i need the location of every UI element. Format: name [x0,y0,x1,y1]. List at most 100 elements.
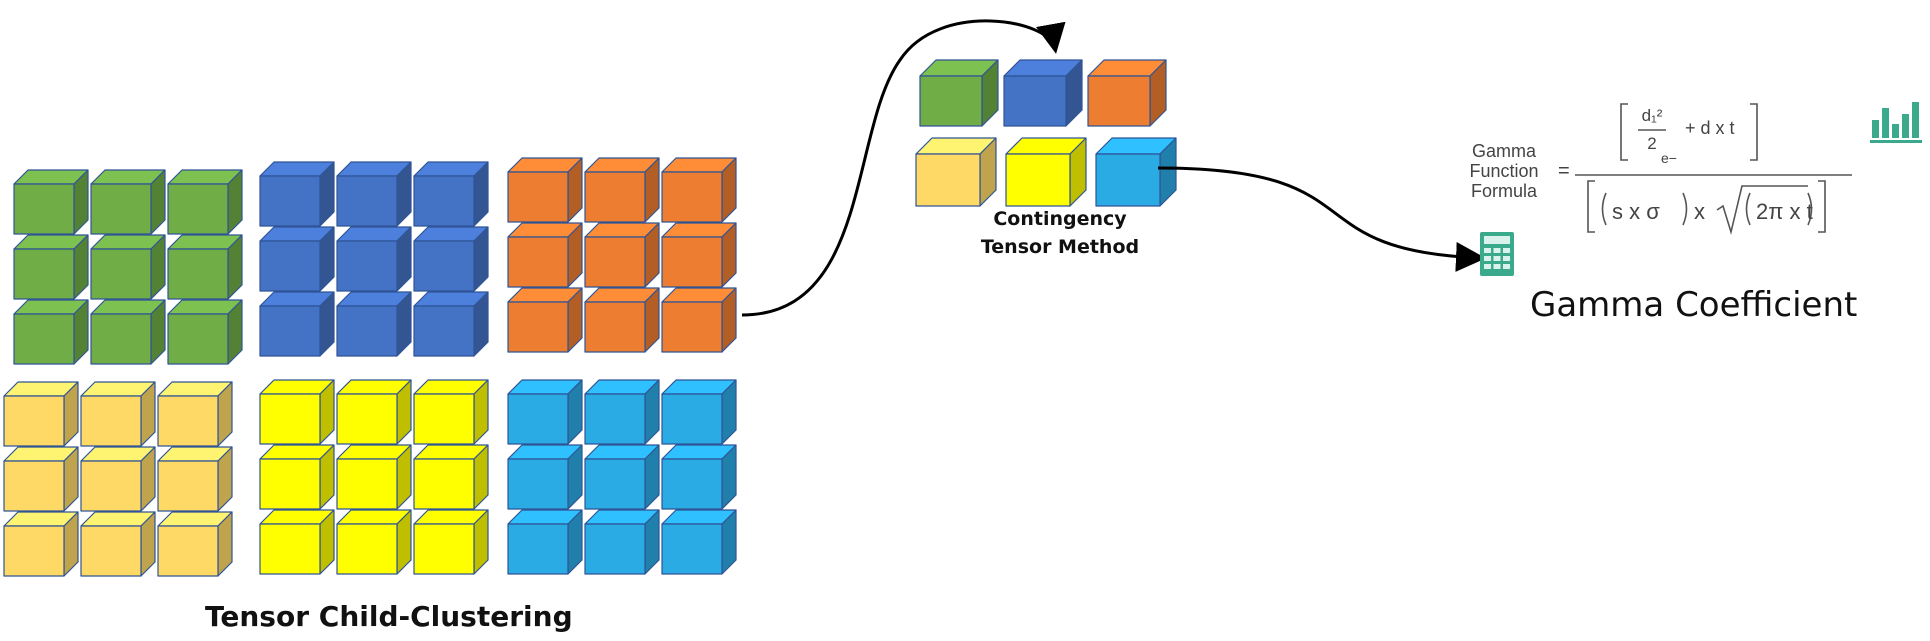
cube [413,444,489,510]
sqrt-paren-right [1807,192,1813,226]
cube [167,234,243,300]
cube [13,234,89,300]
cluster-block-light-yellow [3,381,233,577]
bar-chart-icon [1870,102,1922,143]
cube [336,444,412,510]
cube [13,169,89,235]
formula-exp-term: + d x t [1685,118,1735,138]
contingency-tensor-grid [915,59,1177,207]
cube [336,226,412,292]
formula-label-line1: Gamma [1471,141,1536,161]
cube [259,291,335,357]
cube [13,299,89,365]
cube [507,444,583,510]
cube [259,379,335,445]
cube [167,169,243,235]
cube [661,157,737,223]
method-caption: Contingency Tensor Method [960,205,1160,261]
cube [336,161,412,227]
cube [80,511,156,577]
cube [661,509,737,575]
formula-label-line2: Function [1469,161,1539,181]
cube [90,299,166,365]
cluster-to-method-arrow [741,19,1066,317]
formula-exp-numerator: d₁² [1641,106,1663,125]
cluster-block-green [13,169,243,365]
cube [661,379,737,445]
sqrt-paren-left [1745,192,1751,226]
cube [259,226,335,292]
method-to-coefficient-arrow [1157,166,1486,272]
formula-exp-denominator: 2 [1647,134,1657,153]
formula-exp-base: e− [1661,150,1677,166]
cube [157,381,233,447]
cube [584,157,660,223]
cube [661,444,737,510]
cluster-block-sky-blue [507,379,737,575]
cube [336,291,412,357]
method-cube [915,137,997,207]
cube [507,379,583,445]
formula-brackets [1587,103,1826,236]
method-caption-line2: Tensor Method [980,236,1140,258]
cube [3,446,79,512]
method-cube [1087,59,1167,127]
cluster-caption: Tensor Child-Clustering [205,600,573,633]
formula-label-line3: Formula [1470,181,1537,201]
cluster-block-yellow [259,379,489,575]
cube [584,222,660,288]
cube [3,511,79,577]
cube [157,446,233,512]
cube [413,226,489,292]
cube [90,234,166,300]
formula-label: Gamma Function Formula [1456,141,1552,201]
cube [661,287,737,353]
cube [507,222,583,288]
cluster-block-blue [259,161,489,357]
exp-bracket-right [1750,103,1758,161]
formula-den-operator: x [1694,199,1705,224]
formula-equals: = [1558,160,1570,182]
cube [507,509,583,575]
method-cube [1005,137,1087,207]
cube [584,379,660,445]
calculator-icon [1480,232,1514,276]
coefficient-caption: Gamma Coefficient [1530,285,1858,325]
cube [80,381,156,447]
den-paren-right [1682,192,1688,226]
method-cube [919,59,999,127]
formula-den-left: s x σ [1612,199,1660,224]
cube [507,287,583,353]
cube [413,161,489,227]
den-bracket-right [1818,180,1826,233]
cube [259,444,335,510]
method-caption-line1: Contingency [993,208,1127,230]
cube [584,287,660,353]
tensor-child-clusters [3,157,737,577]
cube [90,169,166,235]
formula-den-right: 2π x t [1756,199,1813,224]
den-bracket-left [1587,180,1595,233]
cube [259,161,335,227]
cube [80,446,156,512]
cube [413,379,489,445]
cube [157,511,233,577]
exp-bracket-left [1620,103,1628,161]
sqrt-radical [1716,185,1808,236]
method-cube [1095,137,1177,207]
cube [584,444,660,510]
cube [167,299,243,365]
cube [259,509,335,575]
cube [584,509,660,575]
cube [413,291,489,357]
method-cube [1003,59,1083,127]
cube [3,381,79,447]
cube [336,379,412,445]
cube [507,157,583,223]
cluster-block-orange [507,157,737,353]
cube [661,222,737,288]
cube [336,509,412,575]
cube [413,509,489,575]
